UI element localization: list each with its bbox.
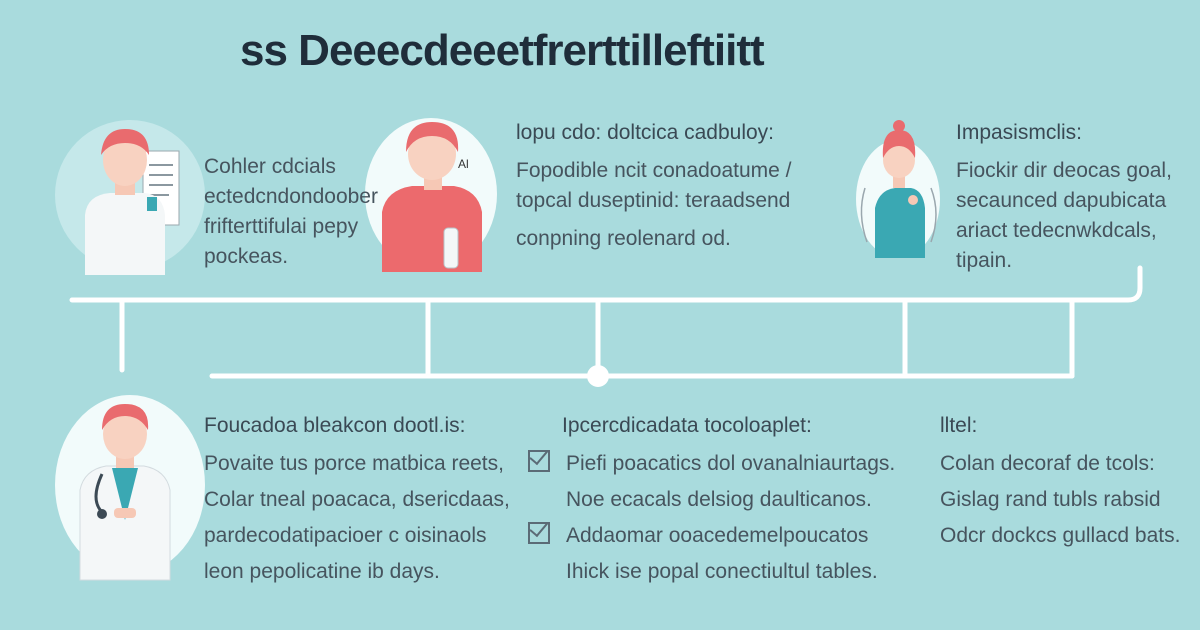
- card-line: Gislag rand tubls rabsid: [940, 488, 1161, 511]
- card-line: Odcr dockcs gullacd bats.: [940, 524, 1181, 547]
- card-line: pardecodatipacioer c oisinaols: [204, 524, 487, 547]
- card-line: secaunced dapubicata: [956, 189, 1167, 212]
- top-card-3: Impasismclis: Fiockir dir deocas goal, s…: [956, 118, 1172, 276]
- card-line: pockeas.: [204, 245, 289, 268]
- page-title: ss Deeecdeeetfrerttilleftiitt: [240, 26, 765, 75]
- bottom-card-1: Foucadoa bleakcon dootl.is: Povaite tus …: [204, 408, 510, 590]
- svg-text:Al: Al: [458, 157, 469, 171]
- card-line: Povaite tus porce matbica reets,: [204, 452, 504, 475]
- card-line: Fopodible ncit conadoatume /: [516, 159, 792, 182]
- bottom-card-2: Ipcercdicadata tocoloaplet: Piefi poacat…: [528, 408, 895, 590]
- card-line: Colan decoraf de tcols:: [940, 452, 1155, 475]
- checklist-item-text: Piefi poacatics dol ovanalniaurtags.: [566, 452, 896, 475]
- card-heading: Impasismclis:: [956, 121, 1083, 144]
- card-line: topcal duseptinid: teraadsend: [516, 189, 791, 212]
- checklist-item-text: Noe ecacals delsiog daulticanos.: [566, 488, 872, 511]
- top-card-2: lopu cdo: doltcica cadbuloy: Fopodible n…: [516, 118, 792, 254]
- top-card-1: Cohler cdcials ectedcndondoober friftert…: [204, 152, 378, 272]
- checkbox-checked-icon: [528, 522, 550, 544]
- card-line: ariact tedecnwkdcals,: [956, 219, 1157, 242]
- checklist-item: Ihick ise popal conectiultul tables.: [528, 554, 895, 590]
- patient-with-stethoscope-icon: [860, 120, 937, 258]
- card-line: Fiockir dir deocas goal,: [956, 159, 1172, 182]
- checklist-item: Piefi poacatics dol ovanalniaurtags.: [528, 446, 895, 482]
- checklist-item: Addaomar ooacedemelpoucatos: [528, 518, 895, 554]
- caregiver-in-red-shirt-icon: Al: [382, 122, 482, 272]
- checkbox-checked-icon: [528, 450, 550, 472]
- checklist-item-text: Addaomar ooacedemelpoucatos: [566, 524, 869, 547]
- card-line: ectedcndondoober: [204, 185, 378, 208]
- bottom-card-3: lltel: Colan decoraf de tcols: Gislag ra…: [940, 408, 1180, 554]
- checklist-item: Noe ecacals delsiog daulticanos.: [528, 482, 895, 518]
- doctor-with-clipboard-icon: [85, 129, 180, 275]
- doctor-in-white-coat-icon: [79, 404, 171, 581]
- card-line: leon pepolicatine ib days.: [204, 560, 440, 583]
- card-line: conpning reolenard od.: [516, 227, 731, 250]
- card-line: Cohler cdcials: [204, 155, 336, 178]
- card-heading: lltel:: [940, 414, 978, 437]
- card-line: frifterttifulai pepy: [204, 215, 359, 238]
- card-heading: Ipcercdicadata tocoloaplet:: [562, 414, 812, 437]
- card-line: Colar tneal poacaca, dsericdaas,: [204, 488, 510, 511]
- card-heading: Foucadoa bleakcon dootl.is:: [204, 414, 466, 437]
- checklist-item-text: Ihick ise popal conectiultul tables.: [566, 560, 878, 583]
- card-line: tipain.: [956, 249, 1013, 272]
- card-heading: lopu cdo: doltcica cadbuloy:: [516, 121, 774, 144]
